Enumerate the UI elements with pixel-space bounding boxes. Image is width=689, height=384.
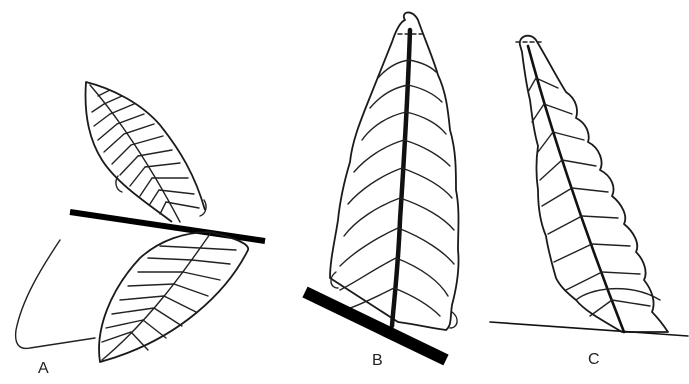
panel-a-upper-veins bbox=[92, 90, 199, 214]
panel-c-drawing bbox=[490, 36, 688, 336]
panel-a-label: A bbox=[38, 360, 49, 378]
panel-b-midrib bbox=[392, 30, 410, 326]
panel-a-drawing bbox=[16, 82, 265, 362]
panel-a-faint-lobe bbox=[16, 240, 95, 348]
panel-c-base-line bbox=[490, 322, 688, 336]
panel-a-hook-1 bbox=[116, 176, 122, 192]
panel-b-label: B bbox=[372, 352, 383, 370]
panel-c-label: C bbox=[588, 351, 600, 369]
panel-c-base-fan bbox=[576, 289, 660, 300]
panel-a-rachis bbox=[70, 212, 265, 241]
panel-b-drawing bbox=[305, 12, 459, 360]
panel-a-lower-veins bbox=[102, 246, 236, 350]
